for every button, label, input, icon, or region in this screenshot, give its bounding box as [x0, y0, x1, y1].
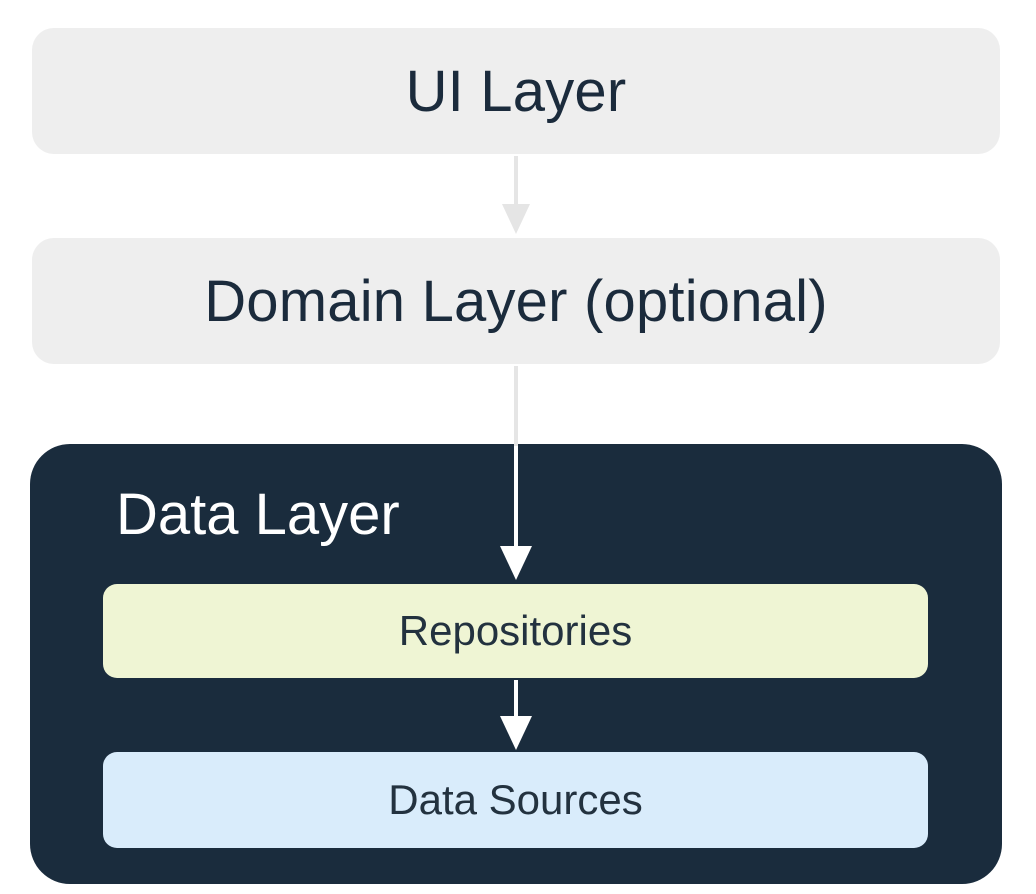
domain-layer-box: Domain Layer (optional): [32, 238, 1000, 364]
data-sources-label: Data Sources: [388, 776, 643, 823]
repositories-label: Repositories: [398, 607, 633, 654]
ui-layer-box: UI Layer: [32, 28, 1000, 154]
data-sources-box: Data Sources: [103, 752, 928, 848]
arrow-ui-to-domain: [502, 156, 530, 234]
data-layer-label: Data Layer: [116, 482, 400, 547]
repositories-box: Repositories: [103, 584, 928, 678]
ui-layer-label: UI Layer: [405, 58, 627, 124]
domain-layer-label: Domain Layer (optional): [204, 268, 828, 334]
